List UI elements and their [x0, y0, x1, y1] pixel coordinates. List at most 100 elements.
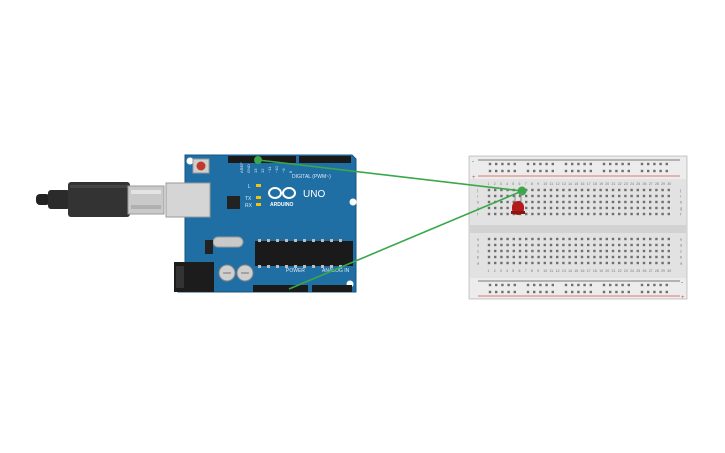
- breadboard-hole[interactable]: [526, 169, 530, 173]
- breadboard-hole[interactable]: [587, 188, 590, 192]
- breadboard-hole[interactable]: [506, 237, 509, 241]
- breadboard-hole[interactable]: [543, 200, 546, 204]
- breadboard-hole[interactable]: [661, 188, 664, 192]
- breadboard-hole[interactable]: [549, 255, 553, 259]
- breadboard-hole[interactable]: [653, 290, 656, 294]
- breadboard-hole[interactable]: [533, 162, 536, 166]
- breadboard-hole[interactable]: [630, 255, 633, 259]
- breadboard-hole[interactable]: [574, 237, 577, 241]
- breadboard-hole[interactable]: [564, 283, 568, 287]
- red-led[interactable]: [511, 193, 525, 215]
- breadboard-hole[interactable]: [562, 261, 565, 265]
- breadboard-hole[interactable]: [507, 283, 510, 287]
- breadboard-hole[interactable]: [655, 243, 658, 247]
- breadboard-hole[interactable]: [568, 206, 571, 210]
- breadboard-hole[interactable]: [593, 255, 596, 259]
- breadboard-hole[interactable]: [624, 237, 627, 241]
- breadboard-hole[interactable]: [500, 243, 503, 247]
- breadboard-hole[interactable]: [580, 206, 584, 210]
- breadboard-hole[interactable]: [655, 249, 658, 253]
- breadboard-hole[interactable]: [568, 261, 571, 265]
- breadboard-hole[interactable]: [543, 255, 546, 259]
- breadboard-hole[interactable]: [655, 237, 658, 241]
- breadboard-hole[interactable]: [564, 169, 568, 173]
- breadboard-hole[interactable]: [539, 290, 542, 294]
- breadboard-hole[interactable]: [531, 194, 534, 198]
- breadboard-hole[interactable]: [494, 243, 497, 247]
- breadboard-hole[interactable]: [500, 255, 503, 259]
- breadboard-hole[interactable]: [568, 200, 571, 204]
- breadboard-hole[interactable]: [549, 261, 553, 265]
- breadboard-hole[interactable]: [545, 162, 548, 166]
- breadboard-hole[interactable]: [525, 237, 528, 241]
- breadboard-hole[interactable]: [624, 194, 627, 198]
- breadboard-hole[interactable]: [655, 261, 658, 265]
- breadboard-hole[interactable]: [580, 261, 584, 265]
- breadboard-hole[interactable]: [642, 200, 646, 204]
- breadboard-hole[interactable]: [487, 243, 491, 247]
- breadboard-hole[interactable]: [618, 261, 621, 265]
- breadboard-hole[interactable]: [531, 200, 534, 204]
- breadboard-hole[interactable]: [621, 290, 624, 294]
- breadboard-hole[interactable]: [649, 206, 652, 210]
- breadboard-hole[interactable]: [630, 237, 633, 241]
- breadboard-hole[interactable]: [624, 261, 627, 265]
- breadboard-hole[interactable]: [618, 255, 621, 259]
- breadboard-hole[interactable]: [537, 188, 540, 192]
- breadboard-hole[interactable]: [537, 206, 540, 210]
- breadboard-hole[interactable]: [518, 255, 522, 259]
- breadboard-hole[interactable]: [611, 206, 615, 210]
- breadboard-hole[interactable]: [609, 283, 612, 287]
- breadboard-hole[interactable]: [593, 188, 596, 192]
- breadboard-hole[interactable]: [599, 249, 602, 253]
- breadboard-hole[interactable]: [564, 162, 568, 166]
- breadboard-hole[interactable]: [487, 212, 491, 216]
- breadboard-hole[interactable]: [556, 188, 559, 192]
- breadboard-hole[interactable]: [627, 162, 630, 166]
- breadboard-hole[interactable]: [574, 243, 577, 247]
- breadboard-hole[interactable]: [501, 169, 504, 173]
- breadboard-hole[interactable]: [667, 194, 670, 198]
- breadboard-hole[interactable]: [571, 283, 574, 287]
- breadboard-hole[interactable]: [659, 283, 662, 287]
- breadboard-hole[interactable]: [506, 249, 509, 253]
- breadboard-hole[interactable]: [500, 261, 503, 265]
- breadboard-hole[interactable]: [667, 255, 670, 259]
- breadboard-hole[interactable]: [605, 206, 608, 210]
- breadboard-hole[interactable]: [611, 255, 615, 259]
- breadboard-hole[interactable]: [636, 206, 639, 210]
- breadboard-hole[interactable]: [655, 200, 658, 204]
- breadboard-hole[interactable]: [487, 188, 491, 192]
- breadboard-hole[interactable]: [599, 206, 602, 210]
- breadboard-hole[interactable]: [605, 188, 608, 192]
- breadboard-hole[interactable]: [518, 249, 522, 253]
- breadboard-hole[interactable]: [661, 255, 664, 259]
- breadboard-hole[interactable]: [487, 200, 491, 204]
- breadboard-hole[interactable]: [609, 290, 612, 294]
- breadboard-hole[interactable]: [587, 200, 590, 204]
- breadboard-hole[interactable]: [513, 290, 516, 294]
- breadboard-hole[interactable]: [543, 188, 546, 192]
- breadboard-hole[interactable]: [551, 169, 554, 173]
- breadboard-hole[interactable]: [507, 169, 510, 173]
- breadboard-hole[interactable]: [605, 261, 608, 265]
- breadboard-hole[interactable]: [611, 212, 615, 216]
- breadboard-hole[interactable]: [512, 255, 515, 259]
- breadboard-hole[interactable]: [551, 290, 554, 294]
- breadboard-hole[interactable]: [618, 212, 621, 216]
- breadboard-hole[interactable]: [642, 188, 646, 192]
- breadboard-hole[interactable]: [647, 169, 650, 173]
- breadboard-hole[interactable]: [583, 283, 586, 287]
- breadboard-hole[interactable]: [543, 261, 546, 265]
- breadboard-hole[interactable]: [618, 194, 621, 198]
- breadboard-hole[interactable]: [667, 237, 670, 241]
- breadboard-hole[interactable]: [500, 188, 503, 192]
- breadboard-hole[interactable]: [587, 206, 590, 210]
- breadboard-hole[interactable]: [577, 290, 580, 294]
- usb-cable[interactable]: [36, 182, 165, 217]
- breadboard-hole[interactable]: [506, 255, 509, 259]
- breadboard-hole[interactable]: [661, 200, 664, 204]
- breadboard-hole[interactable]: [642, 206, 646, 210]
- breadboard-hole[interactable]: [513, 283, 516, 287]
- breadboard-hole[interactable]: [506, 206, 509, 210]
